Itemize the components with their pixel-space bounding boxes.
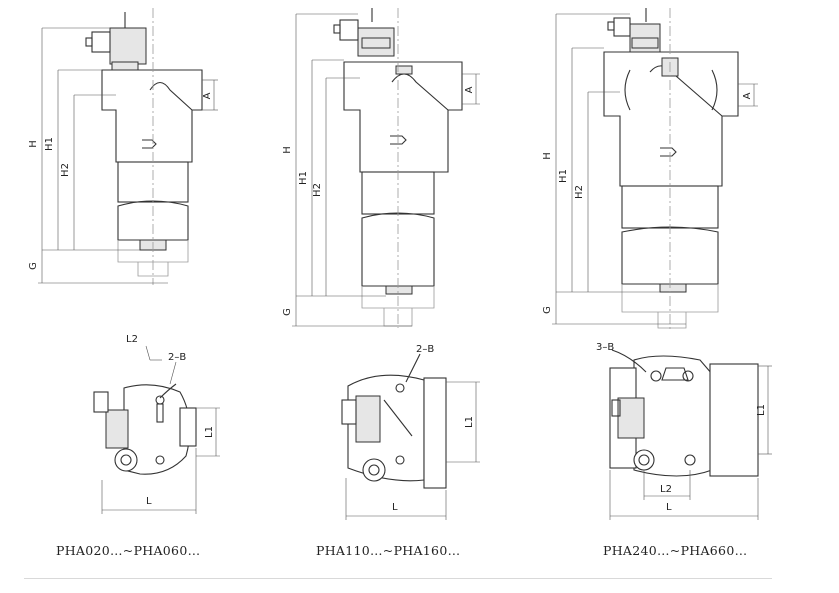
dim-label-l-3: L <box>666 502 672 513</box>
dim-label-h-3: H <box>542 152 553 160</box>
dim-label-h-1: H <box>28 140 39 148</box>
dim-label-h2-2: H2 <box>312 183 323 197</box>
dim-label-g-2: G <box>282 308 293 316</box>
filter-small-front-view <box>38 8 218 285</box>
filter-large-top-view <box>609 349 772 520</box>
dim-label-h1-1: H1 <box>44 137 55 151</box>
callout-2b-2: 2–B <box>416 344 434 355</box>
filter-small-top-view <box>93 345 220 514</box>
dim-label-a-1: A <box>202 92 213 99</box>
dim-label-l1-1: L1 <box>204 426 215 438</box>
dim-label-l1-3: L1 <box>756 404 767 416</box>
dim-label-l2-3: L2 <box>660 484 672 495</box>
filter-large-front-view <box>552 8 758 330</box>
dim-label-h2-1: H2 <box>60 163 71 177</box>
dim-label-h1-2: H1 <box>298 171 309 185</box>
caption-pha020-060: PHA020…~PHA060… <box>56 543 201 558</box>
filter-medium-top-view <box>341 353 480 520</box>
dim-label-l-2: L <box>392 502 398 513</box>
dim-label-a-3: A <box>742 92 753 99</box>
filter-medium-front-view <box>292 8 480 328</box>
dim-label-g-1: G <box>28 262 39 270</box>
callout-2b-1: 2–B <box>168 352 186 363</box>
dim-label-l1-2: L1 <box>464 416 475 428</box>
dim-label-l-1: L <box>146 496 152 507</box>
callout-3b-3: 3–B <box>596 342 614 353</box>
dim-label-h2-3: H2 <box>574 185 585 199</box>
dim-label-h-2: H <box>282 146 293 154</box>
dim-label-h1-3: H1 <box>558 169 569 183</box>
caption-pha240-660: PHA240…~PHA660… <box>603 543 748 558</box>
dim-label-l2-1: L2 <box>126 334 138 345</box>
caption-pha110-160: PHA110…~PHA160… <box>316 543 461 558</box>
dim-label-g-3: G <box>542 306 553 314</box>
divider-line <box>24 578 772 579</box>
dim-label-a-2: A <box>464 86 475 93</box>
